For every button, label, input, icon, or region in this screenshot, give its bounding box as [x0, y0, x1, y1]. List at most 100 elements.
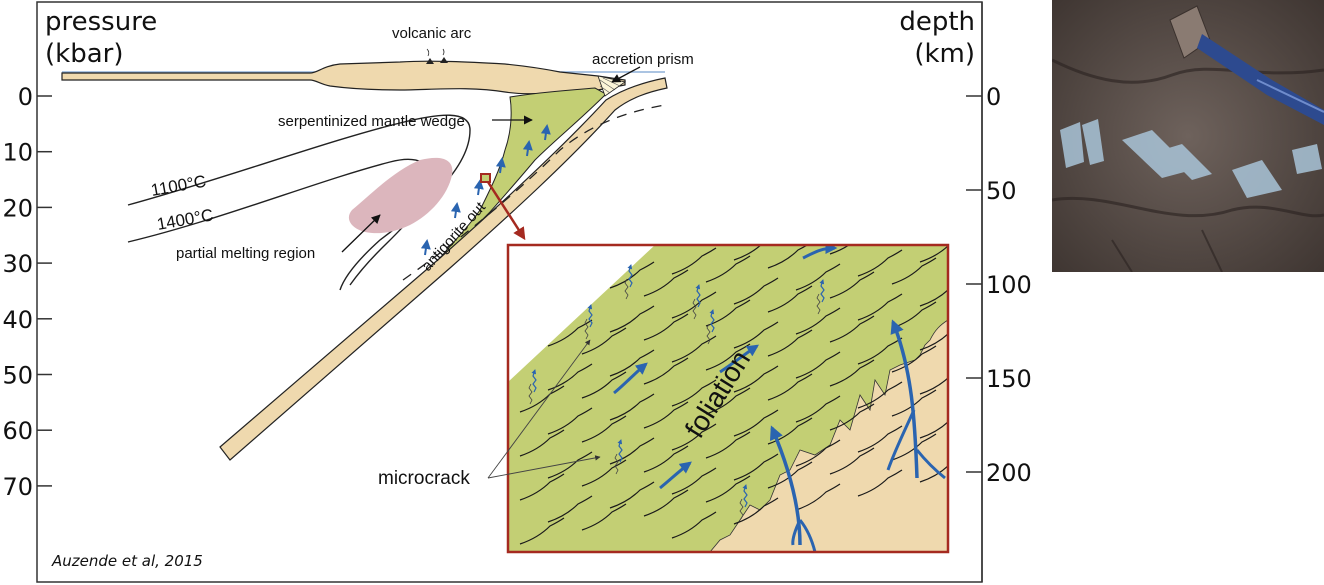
foliation-line [919, 289, 948, 307]
foliation-line [547, 451, 593, 479]
foliation-line [609, 481, 655, 509]
depth-axis-title: depth [899, 7, 975, 37]
fluid-arrow [540, 124, 551, 141]
microcrack [816, 293, 821, 315]
depth-axis-unit: (km) [914, 39, 975, 69]
outcrop-photo [1052, 0, 1324, 272]
label-volcanic-arc: volcanic arc [392, 25, 472, 42]
foliation-lines [519, 245, 948, 545]
microcrack-pointer-2 [487, 455, 601, 479]
foliation-line [795, 395, 841, 423]
label-accretion-prism: accretion prism [592, 51, 694, 68]
pressure-tick-label: 30 [2, 250, 33, 278]
foliation-line [705, 475, 751, 503]
vein-arrow [587, 304, 593, 328]
depth-tick-label: 150 [986, 365, 1032, 393]
microcrack-pointer-1 [487, 339, 591, 479]
foliation-line [519, 517, 565, 545]
foliation-line [519, 473, 565, 501]
foliation-line [919, 377, 948, 395]
foliation-line [919, 465, 948, 483]
fluid-arrow [420, 239, 431, 256]
foliation-line [795, 439, 841, 467]
foliation-line [705, 431, 751, 459]
fluid-arrow [802, 245, 838, 260]
partial-melting-pointer [341, 214, 381, 253]
depth-tick-label: 200 [986, 459, 1032, 487]
vein-arrow [627, 264, 633, 288]
inset-pointer-arrow [486, 181, 526, 241]
inset-peridotite [709, 319, 948, 552]
fluid-veins [528, 264, 825, 520]
antigorite-crystals [1060, 119, 1322, 198]
microcrack [584, 318, 589, 340]
label-mantle-wedge: serpentinized mantle wedge [278, 113, 465, 130]
foliation-line [919, 333, 948, 351]
foliation-line [609, 393, 655, 421]
label-isotherm-1100: 1100°C [149, 172, 207, 200]
mantle-wedge [439, 87, 607, 259]
fluid-arrow [890, 319, 919, 479]
pressure-tick-label: 10 [2, 139, 33, 167]
foliation-line [705, 299, 751, 327]
citation: Auzende et al, 2015 [51, 552, 203, 570]
pressure-axis-title: pressure [45, 7, 157, 37]
foliation-line [857, 249, 903, 277]
inset-frame [506, 243, 950, 554]
foliation-line [547, 319, 593, 347]
microcrack [706, 323, 711, 345]
foliation-line [733, 365, 779, 393]
foliation-line [581, 327, 627, 355]
foliation-line [919, 421, 948, 439]
microcrack [739, 498, 744, 520]
isotherm-1100 [127, 114, 471, 291]
inset-fluid-arrows [613, 245, 946, 552]
fluid-arrow [450, 202, 461, 219]
foliation-line [609, 349, 655, 377]
foliation-line [733, 277, 779, 305]
foliation-line [829, 315, 875, 343]
foliation-line [671, 467, 717, 495]
vein-arrow [531, 369, 537, 393]
fluid-arrow [495, 157, 506, 174]
fluid-flow-arrows [420, 124, 551, 256]
pressure-tick-label: 20 [2, 194, 33, 222]
foliation-line [581, 503, 627, 531]
foliation-line [795, 351, 841, 379]
vein-arrow [742, 484, 748, 508]
foliation-line [733, 245, 762, 261]
foliation-line [547, 363, 593, 391]
foliation-line [857, 425, 903, 453]
fluid-arrow [522, 140, 533, 157]
foliation-line [519, 429, 565, 457]
foliation-line [891, 433, 937, 461]
inset-serpentinite [508, 245, 948, 552]
fluid-arrow [659, 461, 692, 490]
fluid-arrow [473, 179, 484, 196]
fluid-arrow [769, 425, 802, 546]
fluid-branch [886, 409, 946, 480]
vein-arrow [819, 279, 825, 303]
foliation-line [919, 245, 948, 263]
foliation-line [829, 359, 875, 387]
foliation-line [767, 461, 813, 489]
foliation-line [829, 447, 875, 475]
foliation-line [891, 345, 937, 373]
label-isotherm-1400: 1400°C [155, 205, 214, 234]
microcrack [692, 298, 697, 320]
partial-melting-region [348, 157, 453, 234]
fluid-branch [791, 519, 817, 552]
foliation-line [609, 305, 655, 333]
vein-arrow [695, 284, 701, 308]
foliation-line [671, 423, 717, 451]
overriding-plate [61, 60, 626, 95]
foliation-line [581, 459, 627, 487]
foliation-line [581, 371, 627, 399]
pressure-axis-unit: (kbar) [45, 39, 123, 69]
depth-tick-label: 100 [986, 271, 1032, 299]
foliation-line [671, 379, 717, 407]
foliation-line [671, 511, 717, 539]
